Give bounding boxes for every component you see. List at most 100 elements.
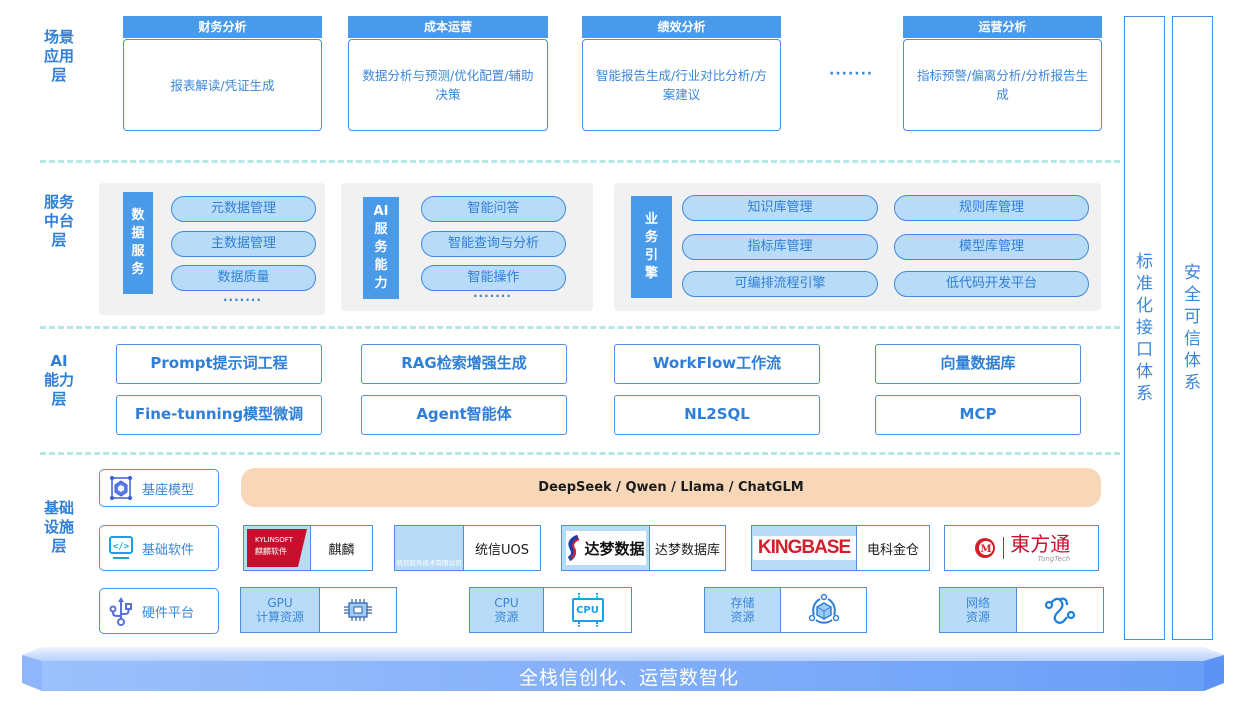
panel-biz-engine: 业务引擎 知识库管理 规则库管理 指标库管理 模型库管理 可编排流程引擎 低代码… [614,183,1101,311]
infra-category-label: 基础软件 [142,542,195,558]
panel-ai-service: AI服务能力 智能问答 智能查询与分析 智能操作 ······· [341,183,593,311]
kylin-logo-text: 麒麟软件 [255,547,287,556]
pill-knowledge-base[interactable]: 知识库管理 [682,195,878,221]
vendor-kylin[interactable]: KYLINSOFT 麒麟软件 麒麟 [243,525,373,571]
ai-nl2sql[interactable]: NL2SQL [614,395,820,435]
scene-card-operations[interactable]: 运营分析 指标预警/偏离分析/分析报告生成 [903,16,1102,131]
storage-icon [781,588,866,632]
ai-agent[interactable]: Agent智能体 [361,395,567,435]
scene-card-cost[interactable]: 成本运营 数据分析与预测/优化配置/辅助决策 [348,16,548,131]
hw-label-line: GPU [267,596,293,610]
pill-flow-engine[interactable]: 可编排流程引擎 [682,271,878,297]
network-icon [1017,588,1103,632]
infra-category-base-software[interactable]: </> 基础软件 [99,525,219,571]
vendor-tongtech[interactable]: M 東方通 TongTech [944,525,1099,571]
scene-title: 运营分析 [903,16,1102,38]
pill-indicator-base[interactable]: 指标库管理 [682,234,878,260]
pill-rule-base[interactable]: 规则库管理 [894,195,1089,221]
ai-prompt-engineering[interactable]: Prompt提示词工程 [116,344,322,384]
divider [40,326,1120,329]
kingbase-logo-text: KINGBASE [757,537,851,558]
tag-ai-service: AI服务能力 [363,197,399,299]
gpu-chip-icon [320,588,396,632]
side-label: 标准化接口体系 [1136,252,1153,404]
scene-body: 报表解读/凭证生成 [123,39,322,131]
divider [40,160,1120,163]
infra-category-label: 硬件平台 [142,605,195,621]
tongtech-logo-text: 東方通 [1010,532,1071,556]
uos-logo: 统信软件技术有限公司 [395,526,464,570]
tongtech-logo: M 東方通 TongTech [945,526,1098,570]
hw-label: 网络资源 [940,588,1017,632]
tongtech-logo-sub: TongTech [1037,555,1071,563]
ai-workflow[interactable]: WorkFlow工作流 [614,344,820,384]
model-cube-icon [100,475,142,501]
foundation-models-bar: DeepSeek / Qwen / Llama / ChatGLM [241,468,1101,507]
kylin-logo: KYLINSOFT 麒麟软件 [244,526,311,570]
pill-master-data[interactable]: 主数据管理 [171,231,316,257]
more-ellipsis: ······· [473,289,512,303]
vendor-dameng[interactable]: 达梦数据 达梦数据库 [561,525,726,571]
scene-card-performance[interactable]: 绩效分析 智能报告生成/行业对比分析/方案建议 [582,16,781,131]
layer-label-infra: 基础设施层 [44,499,75,555]
ai-vector-db[interactable]: 向量数据库 [875,344,1081,384]
hw-network[interactable]: 网络资源 [939,587,1104,633]
hw-label: 存储资源 [705,588,781,632]
infra-category-base-model[interactable]: 基座模型 [99,469,219,507]
vendor-name: 麒麟 [328,542,355,558]
svg-text:M: M [980,544,991,555]
uos-logo-text: 统信软件技术有限公司 [396,559,462,567]
pill-query-analysis[interactable]: 智能查询与分析 [421,231,566,257]
vendor-name: 达梦数据库 [654,542,720,558]
vendor-kingbase[interactable]: KINGBASE 电科金仓 [751,525,930,571]
pill-model-base[interactable]: 模型库管理 [894,234,1089,260]
pill-qa[interactable]: 智能问答 [421,196,566,222]
pill-low-code[interactable]: 低代码开发平台 [894,271,1089,297]
scene-body: 智能报告生成/行业对比分析/方案建议 [582,39,781,131]
kylin-logo-sub: KYLINSOFT [255,536,293,544]
base-banner-text: 全栈信创化、运营数智化 [518,667,739,689]
infra-category-hardware[interactable]: 硬件平台 [99,588,219,634]
scene-body: 数据分析与预测/优化配置/辅助决策 [348,39,548,131]
base-platform [22,647,1224,691]
scene-ellipsis: ······· [829,66,874,82]
divider [40,452,1120,455]
more-ellipsis: ······· [223,293,262,307]
tag-biz-engine: 业务引擎 [631,196,672,298]
vendor-uos[interactable]: 统信软件技术有限公司 统信UOS [394,525,541,571]
scene-title: 财务分析 [123,16,322,38]
scene-card-finance[interactable]: 财务分析 报表解读/凭证生成 [123,16,322,131]
side-security-trust: 安全可信体系 [1172,16,1213,640]
dameng-logo-text: 达梦数据 [584,539,645,558]
ai-rag[interactable]: RAG检索增强生成 [361,344,567,384]
cpu-chip-icon: CPU [544,588,631,632]
hw-label-line: 资源 [965,610,990,624]
hw-label-line: CPU [494,596,519,610]
pill-metadata[interactable]: 元数据管理 [171,196,316,222]
layer-label-scene: 场景应用层 [44,28,75,84]
layer-label-service: 服务中台层 [44,193,75,249]
hw-label-line: 资源 [730,610,755,624]
svg-text:</>: </> [113,542,130,552]
pill-data-quality[interactable]: 数据质量 [171,265,316,291]
vendor-name: 统信UOS [475,542,529,558]
hw-label-line: 网络 [965,596,990,610]
hw-storage[interactable]: 存储资源 [704,587,867,633]
tag-data-service: 数据服务 [123,192,153,294]
dameng-logo: 达梦数据 [562,526,650,570]
hw-label-line: 资源 [494,610,519,624]
side-standard-interface: 标准化接口体系 [1124,16,1165,640]
ai-fine-tuning[interactable]: Fine-tunning模型微调 [116,395,322,435]
kingbase-logo: KINGBASE [752,526,857,570]
side-label: 安全可信体系 [1184,263,1201,393]
panel-data-service: 数据服务 元数据管理 主数据管理 数据质量 ······· [99,183,325,315]
cpu-chip-text: CPU [576,604,599,616]
scene-body: 指标预警/偏离分析/分析报告生成 [903,39,1102,131]
ai-mcp[interactable]: MCP [875,395,1081,435]
pill-smart-ops[interactable]: 智能操作 [421,265,566,291]
hw-label-line: 计算资源 [255,610,304,624]
